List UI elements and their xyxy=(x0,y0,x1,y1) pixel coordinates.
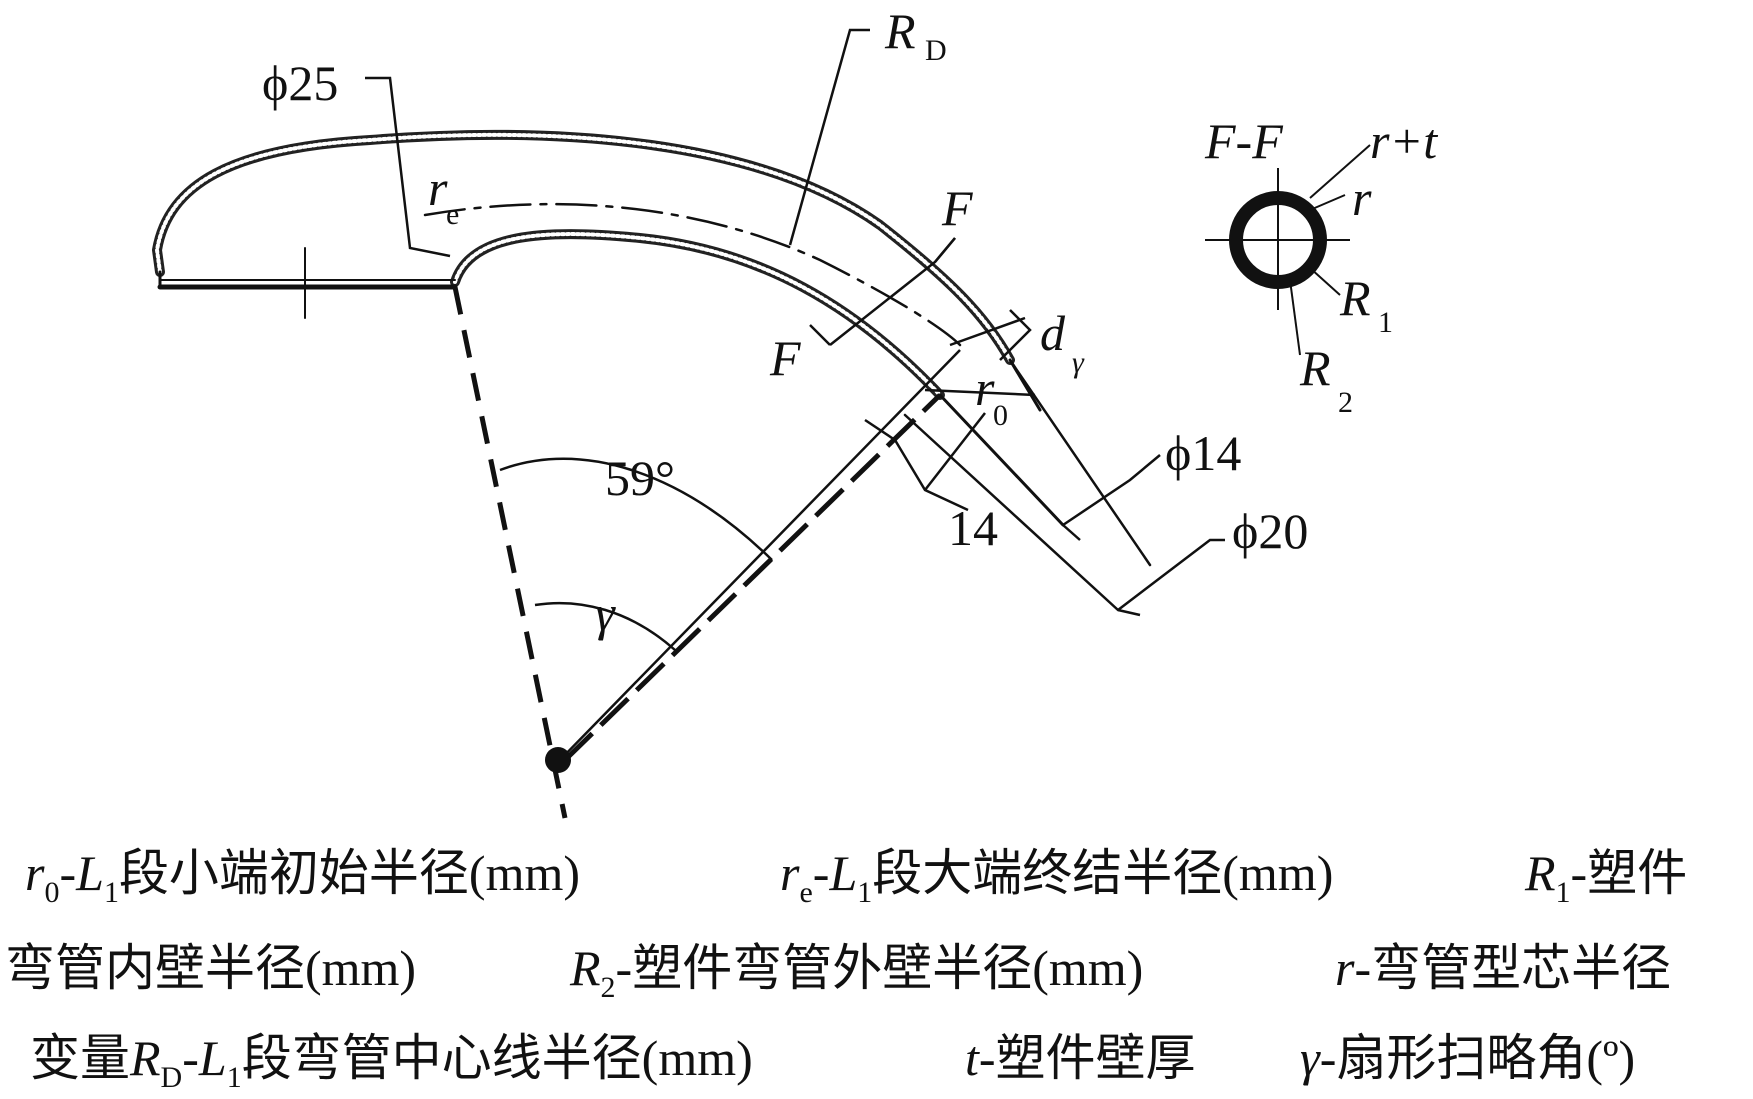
label-R1: R xyxy=(1339,270,1371,326)
caption-line-2: 弯管内壁半径(mm)R2-塑件弯管外壁半径(mm)r-弯管型芯半径 xyxy=(5,940,1671,1004)
label-phi14: ϕ14 xyxy=(1165,425,1241,481)
pipe-outer-wall xyxy=(151,129,1015,365)
svg-text:e: e xyxy=(446,198,459,231)
label-phi20: ϕ20 xyxy=(1232,503,1308,559)
label-r0: r xyxy=(975,360,995,416)
pipe-body xyxy=(151,129,1152,612)
label-R2: R xyxy=(1299,340,1331,396)
svg-text:γ: γ xyxy=(1072,346,1085,379)
label-F-top: F xyxy=(941,180,973,236)
pipe-centerline xyxy=(423,202,962,347)
caption-line-1: r0-L1段小端初始半径(mm)re-L1段大端终结半径(mm)R1-塑件 xyxy=(25,845,1687,909)
sector-center-point xyxy=(545,747,571,773)
diagram-labels: ϕ25 R D r e F F d γ r 0 ϕ14 14 ϕ20 59° γ… xyxy=(262,3,1438,641)
label-section-title: F-F xyxy=(1204,113,1283,169)
label-phi25: ϕ25 xyxy=(262,55,338,111)
dimension-lines xyxy=(365,28,1225,617)
label-RD: R xyxy=(884,3,916,59)
sector-lines xyxy=(452,286,961,819)
label-r: r xyxy=(1352,170,1372,226)
svg-text:2: 2 xyxy=(1338,386,1353,419)
label-d-gamma: d xyxy=(1040,305,1066,361)
radial-dashed-left xyxy=(452,286,568,819)
svg-text:0: 0 xyxy=(993,399,1008,432)
radial-solid-right xyxy=(559,349,961,761)
angle-59-arc xyxy=(499,457,773,561)
label-14: 14 xyxy=(948,500,998,556)
svg-text:1: 1 xyxy=(1378,306,1393,339)
angle-gamma-arc xyxy=(534,601,676,651)
svg-text:D: D xyxy=(925,34,947,67)
label-gamma: γ xyxy=(595,585,616,641)
label-59deg: 59° xyxy=(605,450,675,506)
radial-dashed-right xyxy=(563,393,942,762)
section-view xyxy=(1205,144,1371,356)
caption: r0-L1段小端初始半径(mm)re-L1段大端终结半径(mm)R1-塑件 弯管… xyxy=(5,845,1687,1094)
label-F-bottom: F xyxy=(769,330,801,386)
label-re: r xyxy=(428,160,448,216)
label-r-plus-t: r+t xyxy=(1370,113,1438,169)
